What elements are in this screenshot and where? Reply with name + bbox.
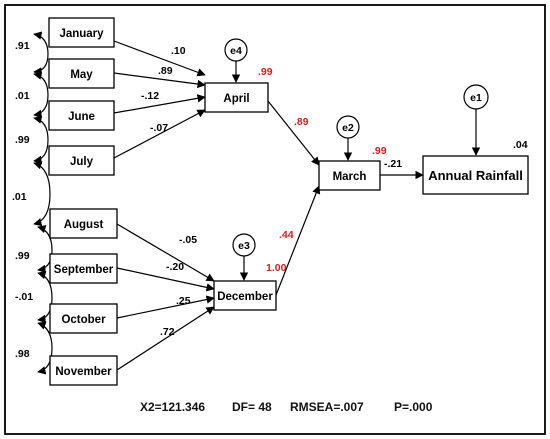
- coef-august-december: -.05: [179, 234, 197, 246]
- edge-june-april: [113, 94, 206, 114]
- error-e1: e1: [463, 84, 489, 110]
- node-september-label: September: [54, 264, 114, 276]
- error-e1-label: e1: [470, 92, 482, 104]
- edge-august-december: [116, 223, 215, 282]
- node-november: November: [49, 355, 118, 386]
- corr-value-may-june: .01: [15, 90, 30, 102]
- node-annual-rainfall: Annual Rainfall: [422, 155, 529, 195]
- corr-value-august-september: .99: [15, 250, 30, 262]
- corr-value-september-october: -.01: [15, 291, 33, 303]
- node-june-label: June: [68, 111, 95, 123]
- corr-value-july-august: .01: [12, 191, 27, 203]
- node-annual-rainfall-label: Annual Rainfall: [428, 168, 523, 183]
- corr-value-october-november: .98: [15, 348, 30, 360]
- corr-value-june-july: .99: [15, 134, 30, 146]
- node-march: March: [318, 160, 381, 191]
- corr-july-august: [33, 161, 51, 227]
- coef-may-april: .89: [158, 65, 173, 77]
- corr-august-september: [37, 225, 53, 274]
- error-e4-label: e4: [230, 45, 242, 57]
- error-e2: e2: [336, 115, 360, 139]
- fit-chi-square: X2=121.346: [140, 400, 205, 414]
- error-e3: e3: [232, 233, 256, 257]
- edge-january-april: [113, 40, 206, 77]
- edge-september-december: [116, 267, 215, 292]
- node-may-label: May: [70, 69, 93, 81]
- node-july-label: July: [70, 156, 94, 168]
- corr-january-may: [33, 31, 49, 76]
- r2-december: 1.00: [266, 262, 287, 274]
- corr-may-june: [33, 71, 49, 119]
- error-e2-label: e2: [342, 122, 354, 134]
- node-august: August: [49, 208, 118, 239]
- node-april-label: April: [223, 93, 249, 105]
- fit-p: P=.000: [394, 400, 433, 414]
- error-e4: e4: [224, 38, 248, 62]
- edge-april-march: [267, 100, 320, 166]
- coef-october-december: .25: [176, 295, 191, 307]
- edge-december-march: [275, 185, 321, 296]
- coef-march-rainfall: -.21: [384, 158, 402, 170]
- node-july: July: [48, 145, 115, 176]
- node-december-label: December: [217, 291, 273, 303]
- node-january-label: January: [59, 28, 104, 40]
- corr-september-october: [37, 271, 53, 324]
- edge-october-december: [116, 295, 215, 319]
- fit-rmsea: RMSEA=.007: [290, 400, 364, 414]
- coef-september-december: -.20: [166, 261, 184, 273]
- node-december: December: [213, 280, 277, 311]
- coef-june-april: -.12: [141, 90, 159, 102]
- corr-june-july: [33, 115, 49, 165]
- edge-november-december: [116, 306, 215, 371]
- node-september: September: [49, 253, 118, 284]
- fit-df: DF= 48: [232, 400, 272, 414]
- edge-july-april: [113, 109, 206, 159]
- r2-march: .99: [372, 145, 387, 157]
- coef-july-april: -.07: [150, 122, 168, 134]
- coef-january-april: .10: [171, 45, 186, 57]
- coef-december-march: .44: [279, 229, 294, 241]
- corr-october-november: [37, 321, 53, 375]
- r2-april: .99: [258, 66, 273, 78]
- node-may: May: [48, 58, 115, 89]
- node-june: June: [48, 100, 115, 131]
- edge-may-april: [113, 72, 206, 89]
- coef-november-december: .72: [160, 326, 175, 338]
- node-january: January: [48, 17, 115, 48]
- r2-annual-rainfall: .04: [513, 139, 528, 151]
- corr-value-january-may: .91: [15, 40, 30, 52]
- node-october-label: October: [61, 314, 106, 326]
- coef-april-march: .89: [294, 116, 309, 128]
- node-march-label: March: [333, 171, 367, 183]
- node-november-label: November: [55, 366, 112, 378]
- node-april: April: [204, 82, 269, 113]
- error-e3-label: e3: [238, 240, 250, 252]
- node-october: October: [49, 303, 118, 334]
- node-august-label: August: [64, 219, 104, 231]
